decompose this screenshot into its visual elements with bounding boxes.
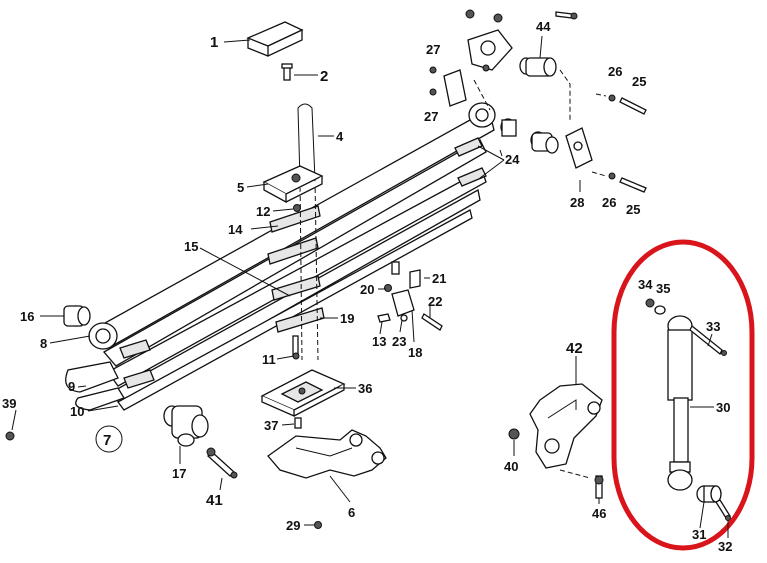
- callout-11: 11: [262, 352, 276, 367]
- callout-26-top: 26: [608, 64, 622, 79]
- callout-13: 13: [372, 334, 386, 349]
- callout-36: 36: [358, 381, 372, 396]
- leaf-spring-assembly: [65, 102, 496, 411]
- callout-31: 31: [692, 527, 706, 542]
- shock-absorber-30: [667, 315, 727, 491]
- callout-39: 39: [2, 396, 16, 411]
- callout-32: 32: [718, 539, 732, 554]
- callout-42: 42: [566, 340, 583, 357]
- callout-8: 8: [40, 336, 47, 351]
- callout-46: 46: [592, 506, 606, 521]
- callout-16: 16: [20, 309, 34, 324]
- pin-37: [294, 417, 302, 429]
- nut-29: [314, 521, 322, 529]
- bracket-1: [246, 21, 304, 58]
- callout-27-top: 27: [426, 42, 440, 57]
- callout-44: 44: [536, 19, 551, 34]
- callout-30: 30: [716, 400, 730, 415]
- callout-27-bottom: 27: [424, 109, 438, 124]
- callout-23: 23: [392, 334, 406, 349]
- callout-33: 33: [706, 319, 720, 334]
- callout-22: 22: [428, 294, 442, 309]
- nut-40: [508, 428, 520, 440]
- bolt-32: [715, 499, 731, 521]
- plate-36: [260, 369, 346, 417]
- leader-lines: [11, 35, 729, 538]
- callout-6: 6: [348, 505, 355, 520]
- clip-parts: [377, 261, 443, 331]
- callout-17: 17: [172, 466, 186, 481]
- nut-12: [293, 204, 301, 212]
- callout-14: 14: [228, 222, 243, 237]
- front-bush-16: [63, 305, 91, 327]
- callout-34: 34: [638, 277, 653, 292]
- washer-35: [654, 305, 666, 315]
- callout-21: 21: [432, 271, 446, 286]
- callout-10: 10: [70, 404, 84, 419]
- callout-18: 18: [408, 345, 422, 360]
- callout-37: 37: [264, 418, 278, 433]
- callout-40: 40: [504, 459, 518, 474]
- callout-29: 29: [286, 518, 300, 533]
- nut-39: [5, 431, 15, 441]
- bush-31: [696, 485, 722, 503]
- callout-labels: 1 2 4 5 6 8 9 10 11 12 13 14 15 16 17 18…: [2, 19, 732, 554]
- callout-20: 20: [360, 282, 374, 297]
- callout-12: 12: [256, 204, 270, 219]
- bolt-2: [281, 63, 293, 81]
- callout-9: 9: [68, 379, 75, 394]
- callout-4: 4: [336, 129, 344, 144]
- group-number: 7: [103, 432, 111, 449]
- callout-2: 2: [320, 68, 328, 85]
- callout-25-top: 25: [632, 74, 646, 89]
- callout-28: 28: [570, 195, 584, 210]
- callout-1: 1: [210, 34, 218, 51]
- bracket-42: [529, 383, 603, 469]
- bolt-46: [559, 469, 604, 499]
- callout-26-bottom: 26: [602, 195, 616, 210]
- callout-41: 41: [206, 492, 223, 509]
- callout-25-bottom: 25: [626, 202, 640, 217]
- callout-35: 35: [656, 281, 670, 296]
- callout-19: 19: [340, 311, 354, 326]
- highlight-ring-shock-absorber: [611, 239, 755, 551]
- callout-5: 5: [237, 180, 244, 195]
- group-circle: [95, 425, 123, 453]
- lower-bracket-6: [267, 429, 387, 479]
- bolt-11: [292, 335, 300, 360]
- shackle-assembly: [429, 9, 647, 193]
- bolt-41: [206, 447, 238, 479]
- bush-17: [163, 405, 209, 447]
- saddle-5: [262, 165, 324, 204]
- nut-34: [645, 298, 655, 308]
- callout-24: 24: [505, 152, 520, 167]
- callout-15: 15: [184, 239, 198, 254]
